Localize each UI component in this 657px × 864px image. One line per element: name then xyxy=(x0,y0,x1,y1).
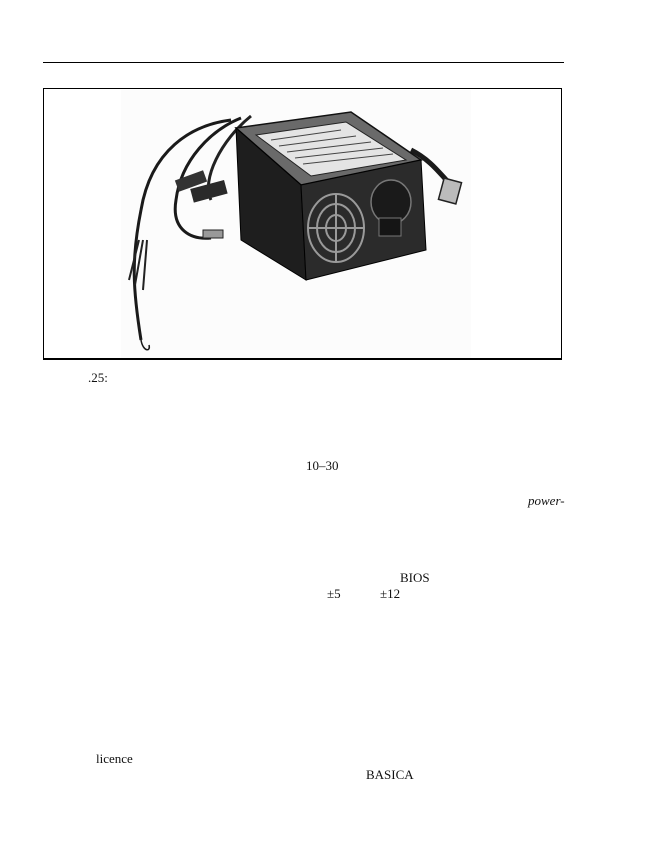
power-supply-photo xyxy=(121,90,471,358)
figure-frame xyxy=(43,88,562,360)
text-fragment-plusminus-5: ±5 xyxy=(327,586,341,601)
figure-caption-label: .25: xyxy=(88,370,108,385)
power-supply-illustration xyxy=(128,111,463,351)
text-fragment-basica: BASICA xyxy=(366,767,414,782)
text-fragment-range: 10–30 xyxy=(306,458,339,473)
text-fragment-power: power- xyxy=(528,493,565,508)
header-rule xyxy=(43,62,564,63)
text-fragment-licence: licence xyxy=(96,751,133,766)
text-fragment-plusminus-12: ±12 xyxy=(380,586,401,601)
text-fragment-bios: BIOS xyxy=(400,570,430,585)
